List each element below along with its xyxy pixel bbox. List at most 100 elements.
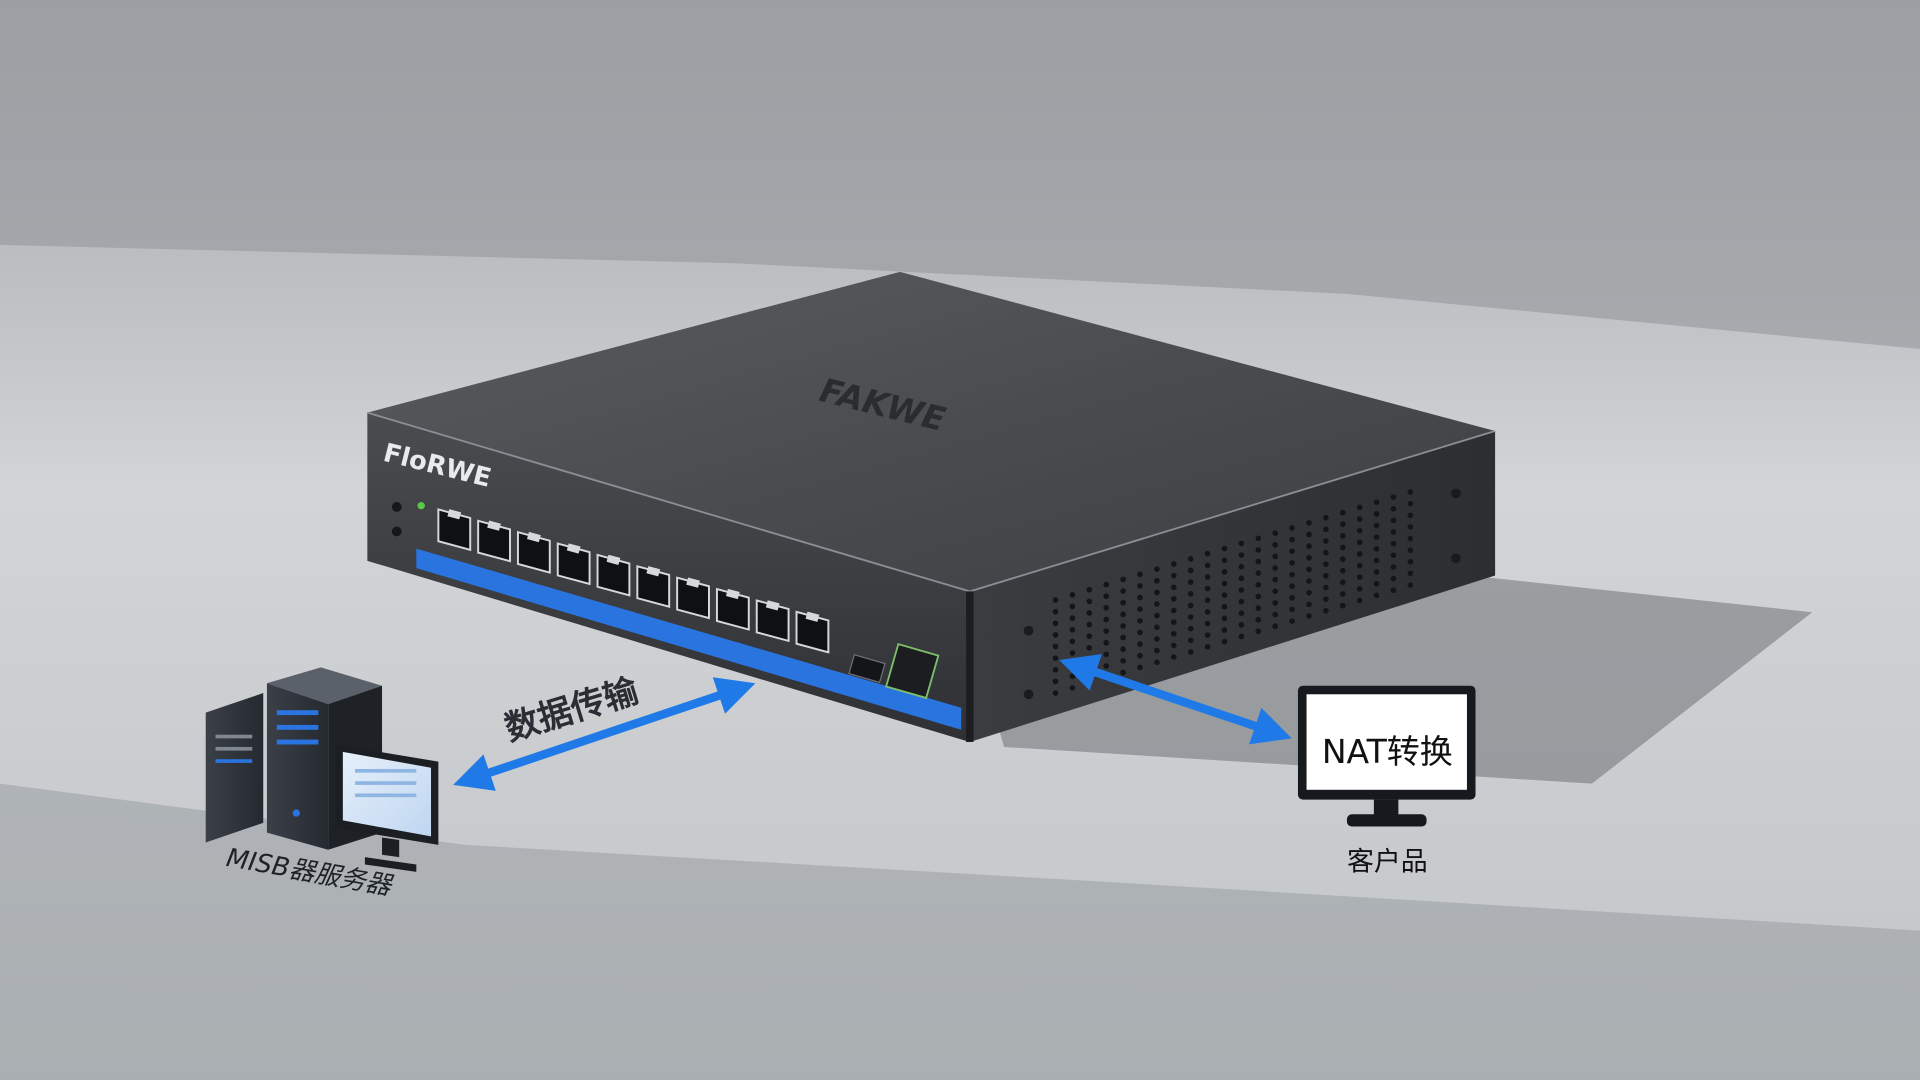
vent-hole <box>1204 574 1211 580</box>
vent-hole <box>1120 623 1126 629</box>
vent-hole <box>1154 647 1160 654</box>
vent-hole <box>1272 553 1278 560</box>
vent-hole <box>1170 584 1177 591</box>
vent-hole <box>1086 679 1093 686</box>
vent-hole <box>1390 564 1397 570</box>
vent-hole <box>1103 593 1110 600</box>
vent-hole <box>1120 599 1126 606</box>
vent-hole <box>1069 638 1076 645</box>
port-latch <box>646 566 661 577</box>
vent-hole <box>1069 650 1076 656</box>
vent-hole <box>1221 580 1228 587</box>
vent-hole <box>1306 613 1312 619</box>
client-monitor-stand <box>1373 799 1399 817</box>
sfp-port[interactable] <box>885 642 940 700</box>
reset-button[interactable] <box>391 502 402 512</box>
vent-hole <box>1137 618 1143 624</box>
usb-port[interactable] <box>848 654 886 684</box>
vent-hole <box>1323 607 1329 614</box>
vent-hole <box>1187 567 1194 574</box>
vent-hole <box>1086 621 1093 628</box>
vent-hole <box>1069 592 1076 598</box>
server-tower-large <box>266 683 329 850</box>
vent-hole <box>1221 545 1228 552</box>
monitor-screen-text: NAT转换 <box>1322 732 1453 771</box>
vent-hole <box>1052 632 1059 638</box>
vent-hole <box>1154 589 1160 596</box>
vent-hole <box>1323 561 1329 568</box>
vent-hole <box>1137 652 1143 659</box>
lower-shadow-band <box>0 783 1920 1080</box>
vent-hole <box>1086 586 1093 593</box>
vent-hole <box>1323 514 1329 521</box>
vent-hole <box>1373 592 1380 599</box>
vent-hole <box>1103 663 1110 669</box>
vent-hole <box>1086 645 1093 651</box>
port-latch <box>686 577 700 588</box>
vent-hole <box>1238 587 1245 593</box>
vent-hole <box>1221 615 1228 622</box>
vent-hole <box>1390 517 1397 524</box>
vent-hole <box>1103 651 1110 658</box>
vent-hole <box>1373 569 1380 575</box>
screw-icon <box>1451 488 1461 499</box>
vent-hole <box>1272 600 1278 606</box>
vent-hole <box>1221 627 1228 633</box>
vent-hole <box>1238 575 1245 582</box>
vent-hole <box>1272 576 1278 583</box>
port-latch <box>725 588 740 600</box>
vent-hole <box>1238 622 1245 628</box>
vent-hole <box>1238 540 1245 547</box>
status-led <box>417 502 425 510</box>
port-latch <box>765 600 780 611</box>
vent-hole <box>1103 581 1110 588</box>
vent-hole <box>1052 597 1059 603</box>
drive-bay-active <box>276 724 319 730</box>
vent-hole <box>1137 629 1143 636</box>
vent-hole <box>1373 511 1380 517</box>
vent-hole <box>1170 619 1177 625</box>
vent-hole <box>1154 601 1160 607</box>
vent-hole <box>1187 637 1194 644</box>
vent-hole <box>1170 630 1177 637</box>
accent-strip <box>416 548 962 730</box>
vent-hole <box>1170 561 1177 567</box>
vent-hole <box>1323 526 1329 533</box>
vent-hole <box>1407 558 1414 565</box>
vent-hole <box>1221 603 1228 610</box>
drive-bay-active <box>276 710 319 716</box>
vent-hole <box>1306 543 1312 549</box>
vent-hole <box>1390 552 1397 559</box>
vent-hole <box>1170 654 1177 660</box>
vent-hole <box>1339 567 1346 574</box>
vent-hole <box>1052 620 1059 627</box>
vent-hole <box>1339 602 1346 609</box>
vent-hole <box>1289 594 1295 601</box>
vent-hole <box>1120 646 1126 653</box>
port-latch <box>527 531 541 543</box>
vent-hole <box>1356 597 1363 604</box>
vent-hole <box>1356 516 1363 522</box>
vent-hole <box>1323 549 1329 556</box>
vent-hole <box>1390 540 1397 547</box>
vent-hole <box>1373 546 1380 552</box>
vent-hole <box>1356 539 1363 546</box>
vent-hole <box>1187 625 1194 632</box>
vent-hole <box>1407 524 1414 530</box>
vent-hole <box>1137 571 1143 578</box>
vent-hole <box>1306 601 1312 608</box>
vent-hole <box>1086 633 1093 640</box>
vent-hole <box>1204 550 1211 557</box>
vent-hole <box>1289 536 1295 543</box>
vent-hole <box>1407 535 1414 542</box>
server-cluster <box>205 667 439 872</box>
vent-hole <box>1069 685 1076 691</box>
vent-hole <box>1187 590 1194 597</box>
vent-hole <box>1407 570 1414 577</box>
vent-hole <box>1255 570 1262 576</box>
power-button[interactable] <box>391 526 402 537</box>
vent-hole <box>1272 588 1278 595</box>
vent-hole <box>1221 557 1228 564</box>
vent-hole <box>1339 544 1346 551</box>
vent-hole <box>1221 569 1228 575</box>
